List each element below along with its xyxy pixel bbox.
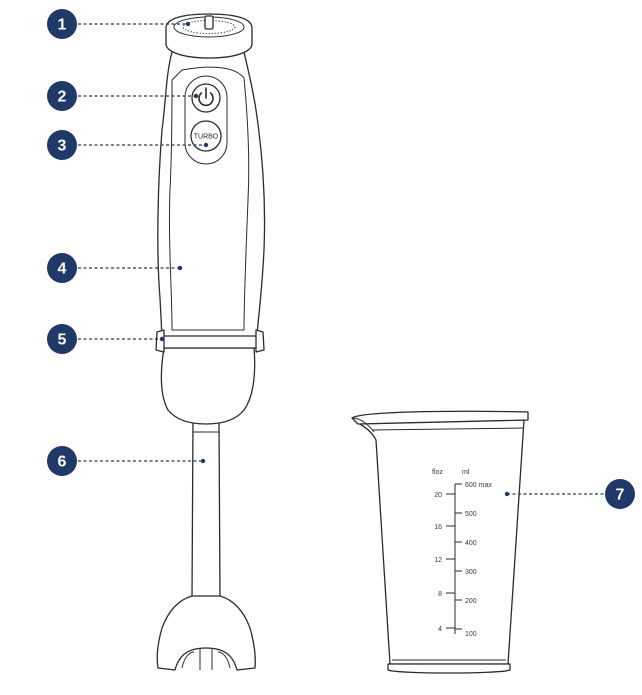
beaker-rim-line bbox=[371, 427, 525, 431]
handle-grip-panel bbox=[168, 66, 250, 331]
speed-dial-knob[interactable] bbox=[204, 15, 214, 30]
ml-scale-ticks bbox=[455, 483, 462, 630]
callout-badge-1 bbox=[47, 9, 77, 39]
floz-scale-ticks bbox=[446, 493, 455, 629]
callout-number-3: 3 bbox=[58, 138, 67, 155]
callout-2: 2 bbox=[47, 81, 199, 111]
ml-label-100: 100 bbox=[465, 631, 477, 638]
floz-label-20: 20 bbox=[434, 492, 442, 499]
hand-blender-illustration: TURBO bbox=[155, 13, 266, 671]
callout-6: 6 bbox=[47, 446, 206, 476]
blade-guard bbox=[156, 595, 256, 671]
callout-5: 5 bbox=[47, 324, 165, 354]
beaker-base bbox=[387, 663, 511, 674]
callout-number-7: 7 bbox=[616, 487, 625, 504]
release-clip-right[interactable] bbox=[255, 329, 265, 353]
callout-4: 4 bbox=[47, 253, 183, 283]
ml-label-500: 500 bbox=[465, 511, 477, 518]
callout-number-4: 4 bbox=[58, 261, 67, 278]
callout-badge-4 bbox=[47, 253, 77, 283]
callout-1: 1 bbox=[47, 9, 191, 39]
callout-number-5: 5 bbox=[58, 332, 67, 349]
release-ring bbox=[157, 335, 263, 349]
ml-label-300: 300 bbox=[465, 569, 477, 576]
callout-number-1: 1 bbox=[58, 17, 67, 34]
scale-floz-header: floz bbox=[432, 469, 443, 476]
measuring-beaker-illustration: floz ml 600 max 500 400 300 200 100 20 1… bbox=[351, 410, 529, 674]
turbo-button-label: TURBO bbox=[194, 134, 219, 141]
shaft-collar bbox=[192, 424, 220, 433]
floz-label-12: 12 bbox=[434, 557, 442, 564]
blending-shaft bbox=[191, 419, 221, 599]
power-icon bbox=[198, 87, 214, 107]
turbo-button[interactable] bbox=[190, 120, 222, 152]
motor-bell bbox=[160, 347, 256, 425]
callout-7: 7 bbox=[504, 479, 635, 509]
callout-badge-7 bbox=[605, 479, 635, 509]
ml-label-400: 400 bbox=[465, 540, 477, 547]
beaker-rim bbox=[351, 410, 529, 425]
floz-label-4: 4 bbox=[438, 626, 442, 633]
release-clip-left[interactable] bbox=[155, 329, 165, 353]
ml-label-600: 600 max bbox=[465, 482, 492, 489]
callout-number-2: 2 bbox=[58, 89, 67, 106]
floz-label-16: 16 bbox=[434, 524, 442, 531]
callout-3: 3 bbox=[47, 130, 209, 160]
scale-ml-header: ml bbox=[462, 469, 470, 476]
blade-guard-notch-left bbox=[181, 651, 195, 669]
floz-label-8: 8 bbox=[438, 591, 442, 598]
callout-badge-5 bbox=[47, 324, 77, 354]
ml-label-200: 200 bbox=[465, 598, 477, 605]
button-panel bbox=[184, 75, 228, 165]
blade-guard-notch-right bbox=[217, 651, 231, 669]
callout-badge-6 bbox=[47, 446, 77, 476]
speed-dial-ring bbox=[182, 20, 236, 34]
blade-guard-foot bbox=[199, 648, 213, 670]
callout-badge-2 bbox=[47, 81, 77, 111]
callout-number-6: 6 bbox=[58, 454, 67, 471]
callout-badge-3 bbox=[47, 130, 77, 160]
